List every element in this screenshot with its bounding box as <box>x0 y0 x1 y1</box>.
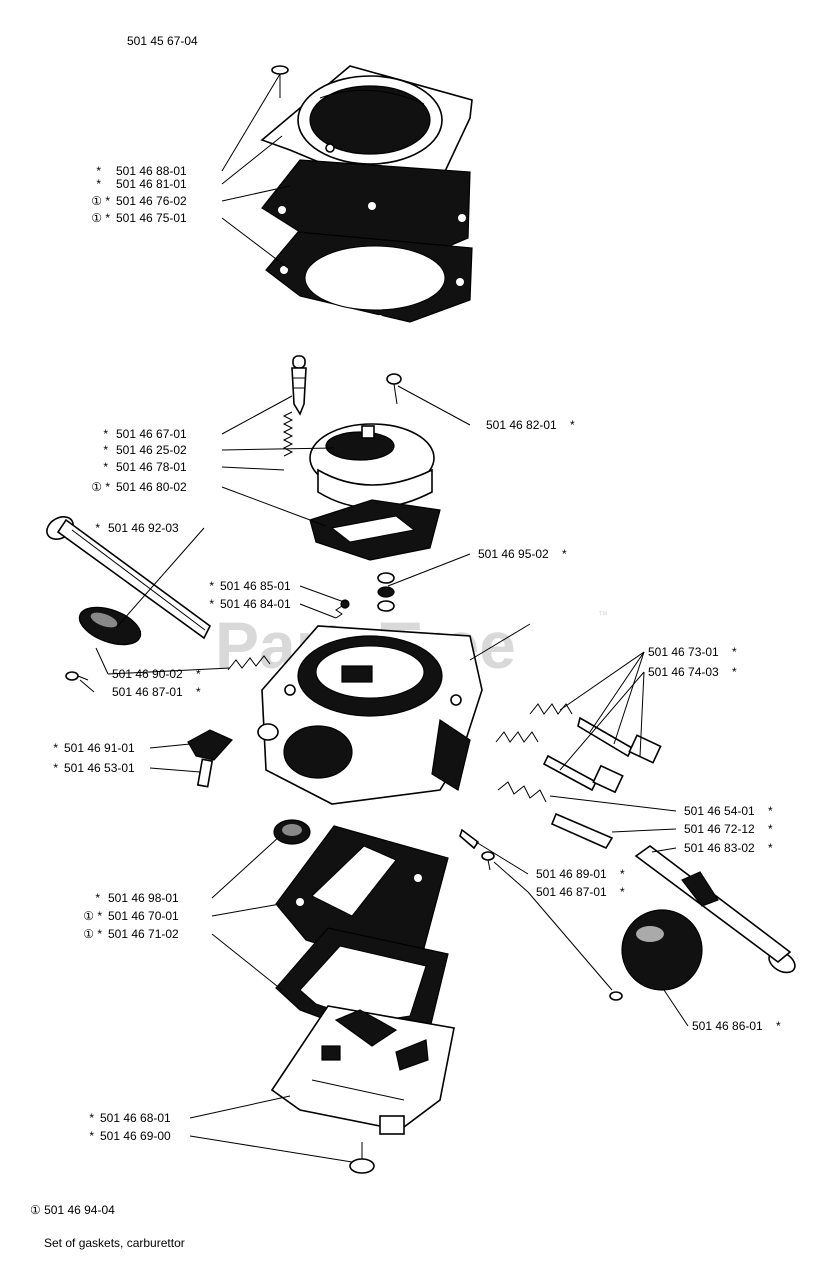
part-label: 501 46 92-03 <box>108 521 179 535</box>
choke-shaft <box>634 845 796 974</box>
choke-valve <box>621 909 703 991</box>
label-prefix: ① * <box>83 909 102 923</box>
metering-gasket <box>275 927 449 1039</box>
pump-screw <box>386 373 402 405</box>
metering-cover <box>270 1005 455 1135</box>
label-suffix: * <box>768 822 773 836</box>
part-label: 501 46 82-01 <box>486 418 557 432</box>
adjusting-screw-low <box>495 731 624 794</box>
metering-cover-screw <box>349 1142 375 1174</box>
label-prefix: ① * <box>91 480 110 494</box>
part-label: 501 46 86-01 <box>692 1019 763 1033</box>
label-prefix: ① * <box>91 194 110 208</box>
cover-plate <box>260 65 473 197</box>
part-label: 501 46 87-01 <box>536 885 607 899</box>
gasket-kit-description: Set of gaskets, carburettor <box>44 1236 185 1250</box>
filter-cap <box>273 819 311 845</box>
label-suffix: * <box>732 645 737 659</box>
part-label: 501 46 84-01 <box>220 597 291 611</box>
metering-diaphragm <box>275 825 449 965</box>
assembly-number: 501 45 67-04 <box>127 34 198 48</box>
label-suffix: * <box>196 685 201 699</box>
label-prefix: * <box>103 427 108 441</box>
part-label: 501 46 76-02 <box>116 194 187 208</box>
throttle-screw <box>65 671 89 681</box>
inlet-needle <box>291 355 307 416</box>
part-label: 501 46 98-01 <box>108 891 179 905</box>
label-suffix: * <box>620 867 625 881</box>
part-label: 501 46 25-02 <box>116 443 187 457</box>
label-suffix: * <box>732 665 737 679</box>
label-prefix: * <box>53 741 58 755</box>
label-prefix: * <box>209 579 214 593</box>
part-label: 501 46 69-00 <box>100 1129 171 1143</box>
part-labels: * 501 46 88-01 * 501 46 81-01 ① * 501 46… <box>53 164 781 1143</box>
pump-diaphragm <box>309 499 441 561</box>
label-prefix: * <box>103 460 108 474</box>
pump-cover <box>309 423 435 509</box>
cover-gasket <box>265 231 473 323</box>
part-label: 501 46 53-01 <box>64 761 135 775</box>
adjusting-screw-high <box>529 703 662 764</box>
part-label: 501 46 67-01 <box>116 427 187 441</box>
label-suffix: * <box>768 804 773 818</box>
label-prefix: * <box>89 1129 94 1143</box>
part-label: 501 46 80-02 <box>116 480 187 494</box>
throttle-shaft <box>46 516 212 640</box>
choke-screw <box>609 991 623 1001</box>
watermark-trademark: ™ <box>598 610 608 621</box>
label-prefix: * <box>96 164 101 178</box>
part-label: 501 46 89-01 <box>536 867 607 881</box>
part-label: 501 46 70-01 <box>108 909 179 923</box>
part-label: 501 46 87-01 <box>112 685 183 699</box>
part-label: 501 46 68-01 <box>100 1111 171 1125</box>
leader-lines <box>79 73 689 1163</box>
adjusting-screw-idle <box>497 781 614 850</box>
part-label: 501 46 73-01 <box>648 645 719 659</box>
label-prefix: * <box>96 177 101 191</box>
label-suffix: * <box>196 667 201 681</box>
top-cover-group <box>260 65 473 323</box>
label-suffix: * <box>776 1019 781 1033</box>
label-suffix: * <box>768 841 773 855</box>
label-suffix: * <box>620 885 625 899</box>
part-label: 501 46 72-12 <box>684 822 755 836</box>
part-label: 501 46 88-01 <box>116 164 187 178</box>
part-label: 501 46 75-01 <box>116 211 187 225</box>
part-label: 501 46 54-01 <box>684 804 755 818</box>
part-label: 501 46 74-03 <box>648 665 719 679</box>
filter-screen <box>377 572 395 612</box>
label-prefix: * <box>53 761 58 775</box>
label-prefix: ① * <box>83 927 102 941</box>
label-prefix: * <box>89 1111 94 1125</box>
part-label: 501 46 71-02 <box>108 927 179 941</box>
part-label: 501 46 95-02 <box>478 547 549 561</box>
part-label: 501 46 90-02 <box>112 667 183 681</box>
part-label: 501 46 83-02 <box>684 841 755 855</box>
part-label: 501 46 91-01 <box>64 741 135 755</box>
label-prefix: * <box>95 521 100 535</box>
label-prefix: * <box>103 443 108 457</box>
inlet-fitting <box>459 828 495 871</box>
carburettor-body <box>257 625 483 805</box>
part-label: 501 46 85-01 <box>220 579 291 593</box>
throttle-valve <box>78 606 142 646</box>
choke-lever <box>187 729 233 788</box>
label-prefix: * <box>95 891 100 905</box>
part-label: 501 46 81-01 <box>116 177 187 191</box>
label-prefix: ① * <box>91 211 110 225</box>
cover-screw <box>271 65 289 98</box>
gasket-kit-number: ① 501 46 94-04 <box>30 1203 115 1217</box>
label-suffix: * <box>570 418 575 432</box>
label-suffix: * <box>562 547 567 561</box>
label-prefix: * <box>209 597 214 611</box>
metering-lever-spring <box>282 411 294 457</box>
throttle-spring <box>227 655 271 671</box>
part-label: 501 46 78-01 <box>116 460 187 474</box>
